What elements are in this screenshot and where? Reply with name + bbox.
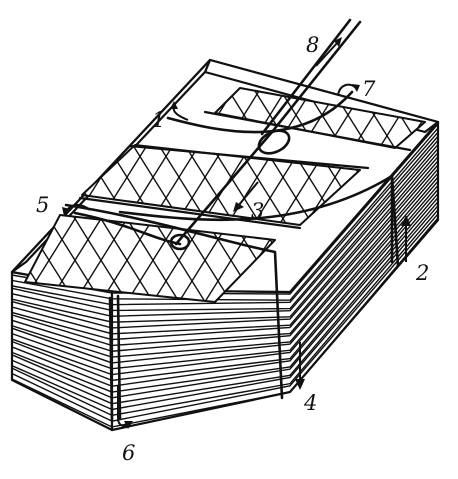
stack-front-face (10, 270, 114, 432)
arrow-6 (117, 385, 133, 429)
arrow-5 (62, 204, 91, 216)
label-7: 7 (362, 77, 376, 101)
label-1: 1 (152, 108, 165, 132)
label-6: 6 (122, 441, 135, 465)
label-3: 3 (251, 199, 264, 223)
arrow-3 (233, 181, 259, 212)
binding-wires (64, 18, 400, 422)
arrow-7 (337, 83, 360, 96)
label-2: 2 (415, 261, 429, 285)
arrow-8 (315, 37, 342, 67)
label-4: 4 (303, 391, 317, 415)
arrow-2 (401, 215, 411, 262)
label-8: 8 (306, 33, 319, 57)
label-5: 5 (36, 193, 49, 217)
arrow-4 (295, 342, 305, 390)
arrow-1 (170, 101, 189, 121)
stack-side-face (110, 120, 440, 432)
